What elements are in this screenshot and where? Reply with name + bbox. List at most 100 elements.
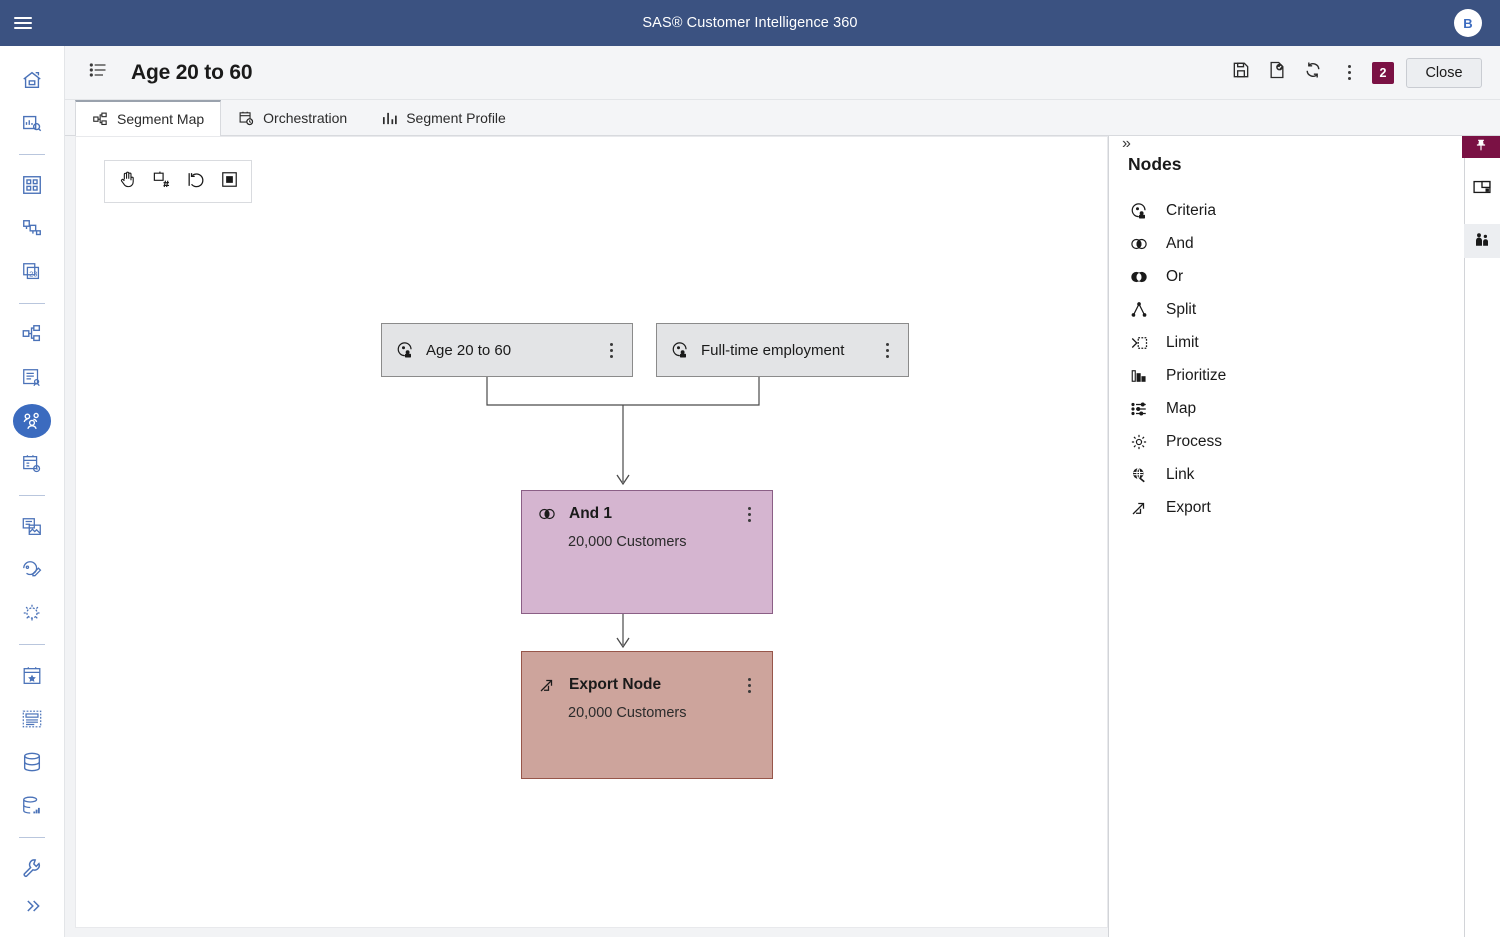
palette-item-label: Export: [1166, 498, 1211, 516]
refresh-counts-button[interactable]: [1298, 58, 1328, 88]
node-menu-button[interactable]: [604, 341, 618, 359]
status-badge[interactable]: 2: [1372, 61, 1394, 84]
palette-item-label: Criteria: [1166, 201, 1216, 219]
rail-separator: [19, 302, 45, 304]
palette-item-label: And: [1166, 234, 1194, 252]
palette-item-limit[interactable]: Limit: [1128, 326, 1418, 359]
page-header: Age 20 to 60 2 Close: [65, 46, 1500, 100]
palette-item-link[interactable]: Link: [1128, 458, 1418, 491]
kebab-menu-icon: [1342, 64, 1356, 82]
sidebar-item-discover[interactable]: [13, 106, 51, 139]
bar-chart-icon: [381, 110, 398, 127]
sidebar-item-dashboards[interactable]: [13, 169, 51, 202]
hamburger-menu-button[interactable]: [0, 0, 46, 46]
tab-label: Segment Map: [117, 111, 205, 127]
minimap-icon: [1472, 177, 1492, 202]
save-button[interactable]: [1226, 58, 1256, 88]
sidebar-item-home[interactable]: [13, 63, 51, 96]
close-button[interactable]: Close: [1406, 57, 1482, 88]
dashed-form-icon: [21, 708, 43, 730]
expand-rail-button[interactable]: [13, 890, 51, 923]
main-body: Age 20 to 60 Full-time employment And 1 …: [65, 136, 1500, 937]
palette-item-label: Or: [1166, 267, 1184, 285]
flow-nodes-icon: [21, 218, 43, 240]
node-header-row: And 1: [538, 505, 756, 523]
process-gear-icon: [1128, 433, 1150, 451]
node-criteria-employment[interactable]: Full-time employment: [656, 323, 909, 377]
palette-item-and[interactable]: And: [1128, 227, 1418, 260]
segment-map-canvas[interactable]: Age 20 to 60 Full-time employment And 1 …: [75, 136, 1108, 928]
wrench-icon: [21, 857, 43, 879]
tab-segment-profile[interactable]: Segment Profile: [364, 100, 523, 135]
snap-to-grid-button[interactable]: [147, 168, 175, 196]
sidebar-item-events[interactable]: [13, 659, 51, 692]
palette-item-process[interactable]: Process: [1128, 425, 1418, 458]
node-menu-button[interactable]: [742, 676, 756, 694]
palette-item-split[interactable]: Split: [1128, 293, 1418, 326]
node-export[interactable]: Export Node 20,000 Customers: [521, 651, 773, 779]
svg-text:23: 23: [29, 270, 37, 279]
sidebar-item-data-analytics[interactable]: [13, 789, 51, 822]
node-label: Full-time employment: [701, 341, 845, 359]
top-header-bar: SAS® Customer Intelligence 360 B: [0, 0, 1500, 46]
node-criteria-age[interactable]: Age 20 to 60: [381, 323, 633, 377]
sidebar-item-schedules[interactable]: [13, 448, 51, 481]
tab-orchestration[interactable]: Orchestration: [221, 100, 364, 135]
fit-to-view-button[interactable]: [215, 168, 243, 196]
minimap-button[interactable]: [1464, 172, 1500, 206]
rail-separator: [19, 153, 45, 155]
sidebar-item-data[interactable]: [13, 746, 51, 779]
node-menu-button[interactable]: [742, 505, 756, 523]
pan-tool-button[interactable]: [113, 168, 141, 196]
palette-item-label: Split: [1166, 300, 1197, 318]
sidebar-item-creatives[interactable]: [13, 510, 51, 543]
palette-item-map[interactable]: Map: [1128, 392, 1418, 425]
palette-item-export[interactable]: Export: [1128, 491, 1418, 524]
node-subtitle: 20,000 Customers: [568, 534, 687, 550]
arrowhead-export: [616, 637, 630, 649]
tab-label: Orchestration: [263, 110, 348, 126]
node-and-1[interactable]: And 1 20,000 Customers: [521, 490, 773, 614]
pin-panel-button[interactable]: [1462, 136, 1500, 158]
map-list-icon: [1128, 400, 1150, 418]
page-header-actions: 2 Close: [1226, 57, 1500, 88]
palette-item-prioritize[interactable]: Prioritize: [1128, 359, 1418, 392]
limit-icon: [1128, 334, 1150, 352]
list-view-icon: [88, 60, 108, 85]
link-globe-icon: [1128, 466, 1150, 484]
sidebar-item-tasks[interactable]: 23: [13, 255, 51, 288]
audience-button[interactable]: [1464, 224, 1500, 258]
sidebar-item-tags[interactable]: [13, 553, 51, 586]
more-options-button[interactable]: [1334, 58, 1364, 88]
sidebar-item-segment-map[interactable]: [13, 318, 51, 351]
palette-item-or[interactable]: Or: [1128, 260, 1418, 293]
sidebar-item-plans[interactable]: [13, 361, 51, 394]
rail-separator: [19, 836, 45, 838]
node-title: Export Node: [569, 676, 662, 693]
sidebar-item-audiences[interactable]: [13, 404, 51, 438]
nodes-panel: » Nodes Criteria And Or Split: [1108, 136, 1500, 937]
list-view-button[interactable]: [85, 60, 111, 86]
canvas-toolbar: [104, 160, 252, 203]
criteria-icon: [671, 341, 689, 359]
palette-item-criteria[interactable]: Criteria: [1128, 194, 1418, 227]
node-header-row: Export Node: [538, 676, 756, 694]
sitemap-icon: [92, 111, 109, 128]
sidebar-item-journeys[interactable]: [13, 212, 51, 245]
tab-segment-map[interactable]: Segment Map: [75, 100, 222, 136]
sidebar-item-templates[interactable]: [13, 702, 51, 735]
calendar-clock-icon: [238, 110, 255, 127]
sidebar-item-ai[interactable]: [13, 597, 51, 630]
arrowhead-and: [616, 474, 630, 486]
sidebar-item-settings[interactable]: [13, 851, 51, 884]
reset-layout-button[interactable]: [181, 168, 209, 196]
chart-search-icon: [21, 112, 43, 134]
collapse-panel-button[interactable]: »: [1122, 135, 1131, 152]
validate-button[interactable]: [1262, 58, 1292, 88]
database-chart-icon: [21, 795, 43, 817]
avatar[interactable]: B: [1454, 9, 1482, 37]
node-menu-button[interactable]: [880, 341, 894, 359]
people-icon: [1473, 230, 1491, 253]
home-icon: [21, 69, 43, 91]
